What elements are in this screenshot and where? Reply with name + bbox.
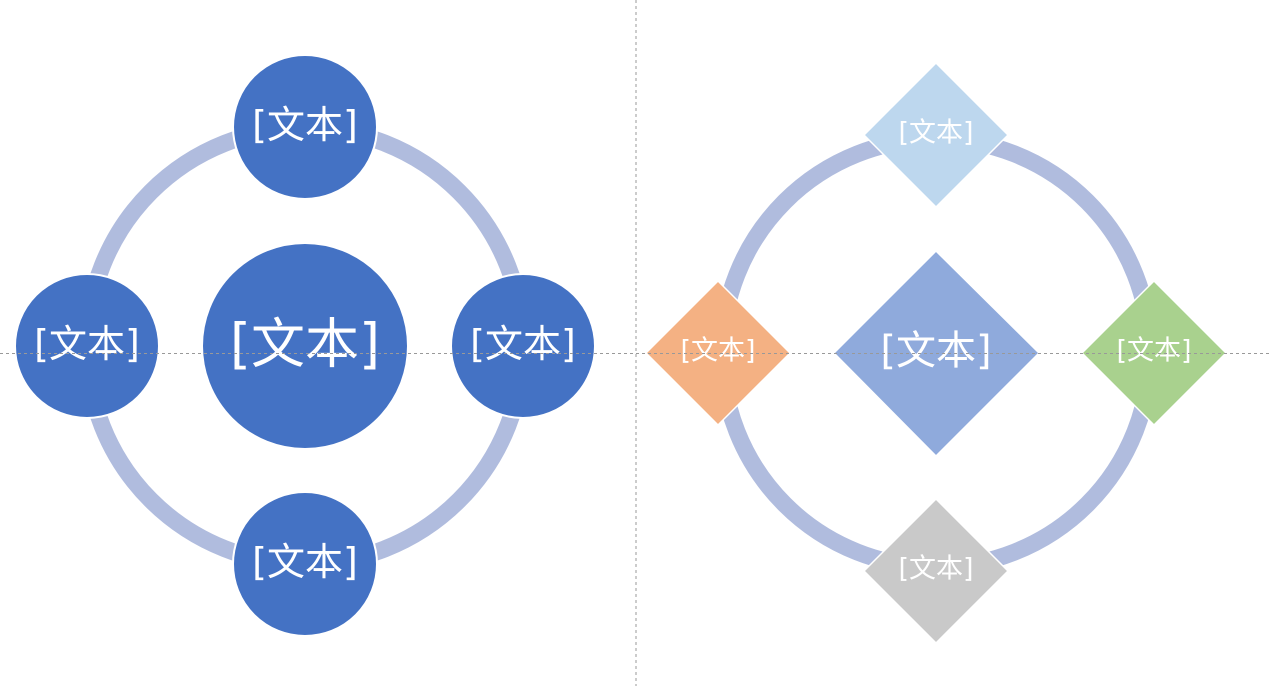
left-bottom-node[interactable]: [文本] — [232, 491, 378, 637]
right-bottom-node[interactable]: [文本] — [862, 497, 1010, 645]
left-top-node[interactable]: [文本] — [232, 54, 378, 200]
left-cycle-diagram: [文本] [文本] [文本] [文本] [文本] — [14, 54, 596, 637]
left-left-node[interactable]: [文本] — [14, 273, 160, 419]
node-label: [文本] — [898, 118, 973, 149]
left-center-node[interactable]: [文本] — [201, 242, 409, 450]
right-top-node[interactable]: [文本] — [862, 61, 1010, 209]
right-left-node[interactable]: [文本] — [644, 279, 792, 427]
node-label: [文本] — [470, 322, 576, 366]
node-label: [文本] — [252, 103, 358, 147]
node-label: [文本] — [34, 322, 140, 366]
node-label: [文本] — [680, 336, 755, 367]
left-right-node[interactable]: [文本] — [450, 273, 596, 419]
node-label: [文本] — [880, 328, 991, 374]
node-label: [文本] — [898, 554, 973, 585]
node-label: [文本] — [252, 540, 358, 584]
node-label: [文本] — [1116, 336, 1191, 367]
node-label: [文本] — [230, 313, 380, 376]
